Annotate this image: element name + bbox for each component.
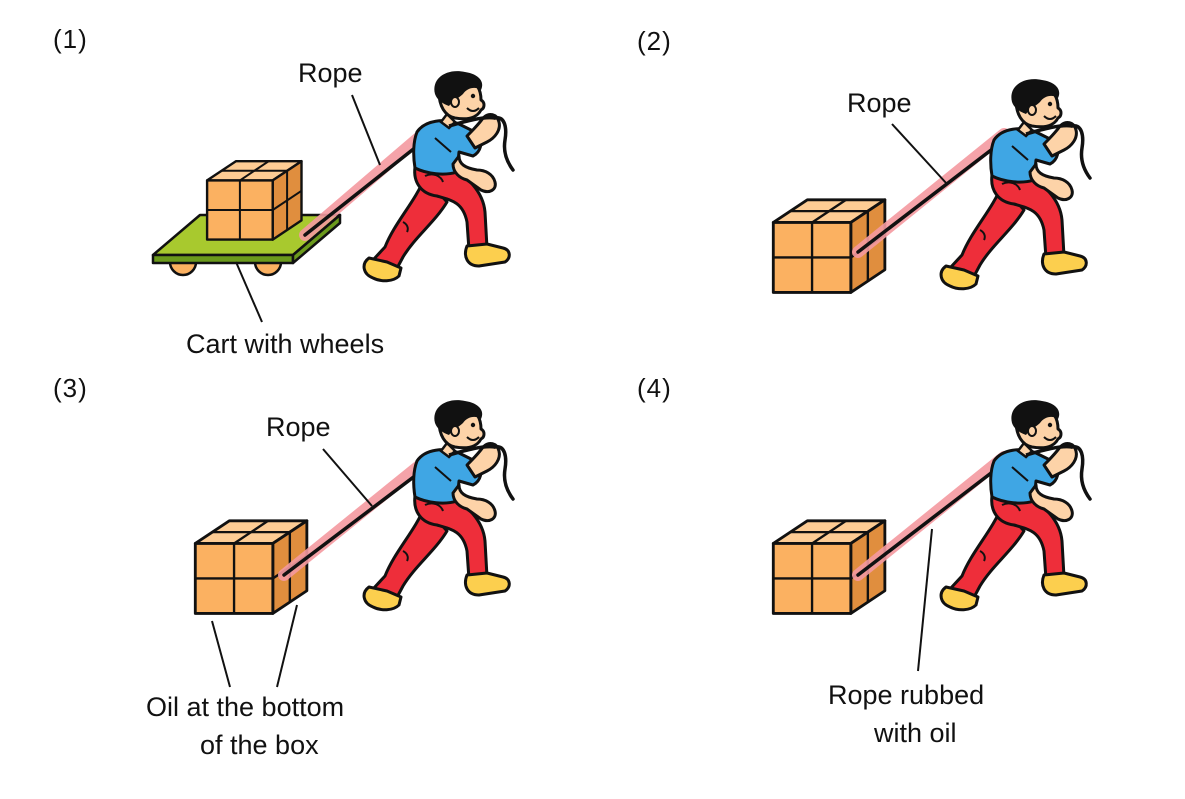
panel-2-box-plain: (2) Rope <box>592 0 1184 399</box>
panel-number: (1) <box>53 24 88 54</box>
rope-leader-line <box>322 448 373 507</box>
panel-4-illustration <box>771 398 1092 672</box>
rope <box>852 128 1014 258</box>
panel-3-oil-bottom: (3) Rope Oil at the bottom of the box <box>0 373 592 798</box>
rope <box>852 451 1014 581</box>
panel-4-oiled-rope: (4) Rope rubbed with oil <box>592 373 1184 798</box>
panel-2-illustration <box>771 77 1092 294</box>
label-rope-rubbed-line2: with oil <box>874 718 957 748</box>
panel-number: (3) <box>53 373 88 403</box>
panel-1-illustration <box>151 69 515 323</box>
panel-number: (2) <box>637 26 672 56</box>
rope-leader-line <box>351 94 381 166</box>
rope-leader-line <box>891 123 948 185</box>
panel-3-illustration <box>193 398 515 688</box>
person-pulling-icon <box>939 77 1092 291</box>
label-oil-line2: of the box <box>200 730 319 760</box>
person-pulling-icon <box>362 398 515 612</box>
label-rope-rubbed-line1: Rope rubbed <box>828 680 985 710</box>
label-cart-with-wheels: Cart with wheels <box>186 329 385 359</box>
label-rope: Rope <box>847 88 912 118</box>
cart-leader-line <box>235 261 263 323</box>
label-rope: Rope <box>266 412 331 442</box>
person-pulling-icon <box>939 398 1092 612</box>
panel-1-cart: (1) Rope Cart with wheels <box>0 0 592 399</box>
box-icon <box>205 159 303 242</box>
label-oil-line1: Oil at the bottom <box>146 692 345 722</box>
oil-leader-line-left <box>211 620 231 688</box>
person-pulling-icon <box>362 69 515 283</box>
panel-number: (4) <box>637 373 672 403</box>
oiled-rope-leader-line <box>917 528 933 672</box>
oil-leader-line-right <box>276 604 298 688</box>
label-rope: Rope <box>298 58 363 88</box>
